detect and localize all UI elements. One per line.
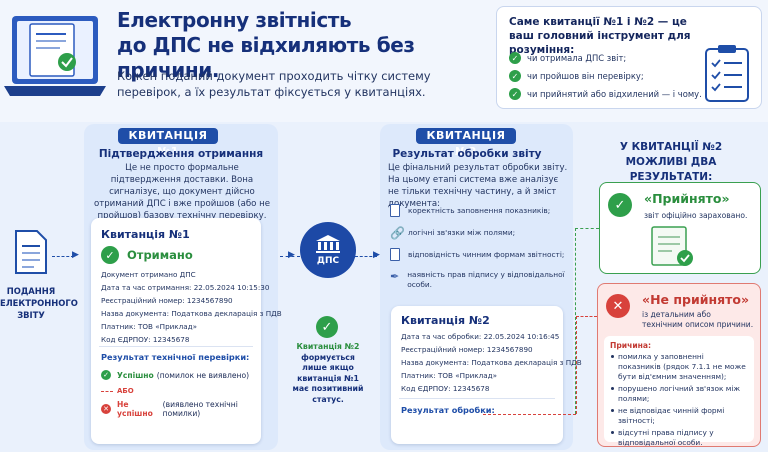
accepted-title: «Прийнято» (644, 191, 730, 206)
receipt1-row: Назва документа: Податкова декларація з … (101, 309, 282, 318)
dps-note: Квитанція №2 формується лише якщо квитан… (292, 342, 364, 404)
cross-circle-icon: ✕ (606, 294, 630, 318)
submit-label: ПОДАННЯ ЕЛЕКТРОННОГО ЗВІТУ (0, 286, 78, 320)
link-icon: 🔗 (390, 226, 405, 240)
receipt2-features: коректність заповнення показників; 🔗логі… (390, 204, 570, 290)
reason-item: відсутні права підпису у відповідальної … (610, 428, 748, 448)
lead-text: Кожен поданий документ проходить чітку с… (117, 69, 431, 99)
reason-item: помилка у заповненні показників (рядок 7… (610, 352, 748, 382)
connector-rejected (576, 316, 597, 317)
clipboard-checklist-icon (705, 45, 749, 102)
accepted-card: ✓ «Прийнято» звіт офіційно зараховано. (599, 182, 761, 274)
page-title: Електронну звітність до ДПС не відхиляют… (117, 8, 415, 82)
receipt2-card: Квитанція №2 Дата та час обробки: 22.05.… (391, 306, 582, 444)
receipt2-pill: КВИТАНЦІЯ №2 (416, 128, 516, 158)
document-icon (15, 230, 47, 274)
rejected-card: ✕ «Не прийнято» із детальним або технічн… (597, 283, 761, 447)
receipt1-row: Документ отримано ДПС (101, 270, 196, 279)
receipt2-row: Платник: ТОВ «Приклад» (401, 371, 498, 380)
rejected-desc: із детальним або технічним описом причин… (642, 310, 754, 329)
reason-item: порушено логічний зв'язок між полями; (610, 384, 748, 404)
rejected-title: «Не прийнято» (642, 292, 750, 307)
arrow-connector (52, 256, 74, 257)
receipt1-row: Код ЄДРПОУ: 12345678 (101, 335, 190, 344)
receipt2-row: Код ЄДРПОУ: 12345678 (401, 384, 490, 393)
government-building-icon (316, 235, 340, 253)
accepted-desc: звіт офіційно зараховано. (644, 211, 748, 220)
info-item: ✓чи пройшов він перевірку; (509, 67, 702, 85)
arrow-connector (355, 256, 377, 257)
receipt1-desc: Це не просто формальне підтвердження дос… (93, 163, 271, 221)
receipt1-row: Платник: ТОВ «Приклад» (101, 322, 198, 331)
receipt2-row: Реєстраційний номер: 1234567890 (401, 345, 533, 354)
check-circle-icon: ✓ (101, 246, 119, 264)
feature-item: ✒наявність прав підпису у відповідальної… (390, 270, 565, 289)
connector-rejected (483, 414, 576, 415)
receipt1-subtitle: Підтвердження отримання (98, 148, 264, 160)
outcomes-title: У КВИТАНЦІЇ №2 МОЖЛИВІ ДВА РЕЗУЛЬТАТИ: (619, 141, 723, 183)
receipt2-card-title: Квитанція №2 (401, 314, 490, 327)
check-circle-icon: ✓ (608, 193, 632, 217)
info-item: ✓чи прийнятий або відхилений — і чому. (509, 85, 702, 103)
reason-item: не відповідає чинній формі звітності; (610, 406, 748, 426)
or-divider: АБО (101, 387, 134, 395)
receipt2-desc: Це фінальний результат обробки звіту. На… (388, 163, 568, 209)
feature-item: 🔗логічні зв'язки між полями; (390, 226, 516, 240)
receipt2-row: Назва документа: Податкова декларація з … (401, 358, 582, 367)
receipt1-row: Дата та час отримання: 22.05.2024 10:15:… (101, 283, 270, 292)
connector-accepted (575, 228, 599, 229)
feature-item: відповідність чинним формам звітності; (390, 248, 570, 270)
check-circle-icon: ✓ (316, 316, 338, 338)
receipt1-pill: КВИТАНЦІЯ №1 (118, 128, 218, 158)
receipt1-status: ✓ Отримано (101, 246, 193, 264)
info-box: Саме квитанції №1 і №2 — це ваш головний… (496, 6, 762, 109)
arrow-connector (280, 256, 300, 257)
receipt1-card-title: Квитанція №1 (101, 228, 190, 241)
tech-check-title: Результат технічної перевірки: (101, 352, 250, 362)
approved-document-icon (651, 226, 693, 266)
check-icon: ✓ (509, 88, 521, 100)
tech-check-fail: ✕ Не успішно (виявлено технічні помилки) (101, 400, 261, 418)
connector-rejected (576, 316, 577, 414)
feature-item: коректність заповнення показників; (390, 204, 570, 226)
dps-badge: ДПС (300, 222, 356, 278)
check-icon: ✓ (101, 370, 111, 380)
arrow-right-icon: ▶ (373, 250, 380, 260)
receipt1-card: Квитанція №1 ✓ Отримано Документ отриман… (91, 218, 282, 444)
info-item: ✓чи отримала ДПС звіт; (509, 49, 702, 67)
receipt2-subtitle: Результат обробки звіту (392, 148, 542, 160)
reasons-title: Причина: (610, 341, 652, 350)
laptop-icon (4, 16, 106, 96)
check-icon: ✓ (509, 52, 521, 64)
receipt2-row: Дата та час обробки: 22.05.2024 10:16:45 (401, 332, 560, 341)
document-icon (390, 204, 400, 217)
reasons-box: Причина: помилка у заповненні показників… (604, 336, 754, 447)
info-title: Саме квитанції №1 і №2 — це ваш головний… (509, 16, 691, 56)
result-label: Результат обробки: (401, 405, 495, 415)
check-icon: ✓ (509, 70, 521, 82)
arrow-right-icon: ▶ (72, 250, 79, 260)
tech-check-ok: ✓ Успішно (помилок не виявлено) (101, 370, 249, 380)
cross-icon: ✕ (101, 404, 111, 414)
connector-accepted (575, 228, 576, 414)
receipt1-row: Реєстраційний номер: 1234567890 (101, 296, 233, 305)
arrow-right-icon: ▶ (288, 250, 295, 260)
signature-pen-icon: ✒ (390, 270, 400, 283)
form-icon (390, 248, 400, 261)
